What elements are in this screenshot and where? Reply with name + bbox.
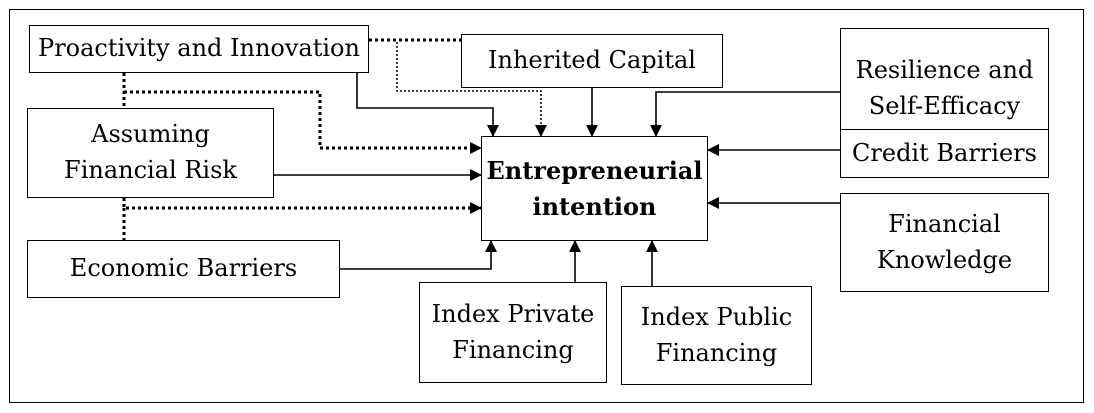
index-public-financing-box: Index Public Financing	[621, 286, 812, 385]
financial-knowledge-label-line-2: Knowledge	[876, 245, 1013, 274]
entrepreneurial-intention-box: Entrepreneurial intention	[481, 136, 708, 241]
inherited-capital-box: Inherited Capital	[461, 34, 723, 88]
credit-barriers-box: Credit Barriers	[840, 129, 1049, 178]
financial-risk-label-line-2: Financial Risk	[64, 156, 237, 184]
public-financing-label-line-1: Index Public	[640, 302, 793, 331]
link-economic-barriers-to-intention	[340, 240, 497, 270]
resilience-label-line-1: Resilience and	[855, 56, 1034, 85]
intention-label-line-1: Entrepreneurial	[486, 155, 703, 185]
proactivity-and-innovation-box: Proactivity and Innovation	[29, 25, 369, 73]
inherited-capital-label: Inherited Capital	[488, 46, 696, 75]
assuming-financial-risk-box: Assuming Financial Risk	[27, 108, 274, 198]
link-proactivity-to-intention-bold-dotted	[124, 90, 482, 154]
financial-risk-label-line-1: Assuming	[91, 120, 210, 149]
entrepreneurial-intention-label: Entrepreneurial intention	[486, 153, 702, 224]
link-proactivity-solid-to-intention	[356, 73, 499, 137]
link-financial-risk-to-intention-dotted	[122, 198, 482, 214]
economic-barriers-box: Economic Barriers	[27, 240, 340, 298]
private-financing-label-line-2: Financing	[452, 335, 574, 364]
intention-label-line-2: intention	[532, 191, 657, 221]
financial-knowledge-label-line-1: Financial	[888, 209, 1001, 238]
index-private-financing-label: Index Private Financing	[432, 297, 595, 368]
private-financing-label-line-1: Index Private	[431, 299, 595, 328]
index-public-financing-label: Index Public Financing	[641, 300, 792, 371]
economic-barriers-label: Economic Barriers	[69, 254, 298, 283]
proactivity-and-innovation-label: Proactivity and Innovation	[38, 34, 360, 63]
public-financing-label-line-2: Financing	[655, 338, 778, 367]
financial-knowledge-label: Financial Knowledge	[877, 207, 1012, 278]
index-private-financing-box: Index Private Financing	[419, 282, 607, 383]
resilience-label-line-2: Self-Efficacy	[868, 92, 1021, 120]
assuming-financial-risk-label: Assuming Financial Risk	[64, 117, 237, 188]
credit-barriers-label: Credit Barriers	[852, 138, 1037, 167]
link-resilience-to-intention	[650, 91, 840, 137]
link-proactivity-dotted-to-intention	[396, 42, 547, 137]
financial-knowledge-box: Financial Knowledge	[840, 193, 1049, 292]
diagram-frame	[9, 9, 1084, 403]
resilience-and-self-efficacy-label: Resilience and Self-Efficacy	[856, 53, 1034, 124]
